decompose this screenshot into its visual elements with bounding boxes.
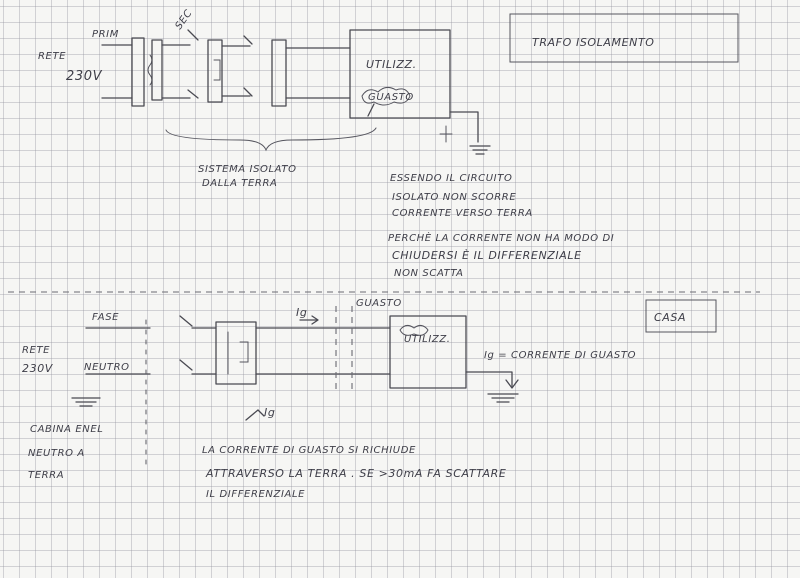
- note-top-line-5: CHIUDERSI È IL DIFFERENZIALE: [392, 249, 582, 262]
- phi-mark: [439, 125, 453, 143]
- note-top-line-2: ISOLATO NON SCORRE: [392, 192, 516, 203]
- mid-wires: [221, 45, 251, 97]
- ig-label-bottom: Ig: [264, 406, 275, 419]
- bottom-voltage-label: 230V: [22, 362, 54, 375]
- note-bottom-line-2: ATTRAVERSO LA TERRA . SE >30mA FA SCATTA…: [205, 467, 506, 480]
- bottom-earth-wire: [465, 371, 513, 387]
- bottom-rete-wires: [85, 327, 151, 375]
- guasto-dashes: [335, 306, 353, 390]
- bottom-rete-label: RETE: [22, 345, 50, 356]
- secondary-breaker: [271, 39, 287, 107]
- bottom-input-wires: [191, 327, 217, 375]
- note-top-line-6: NON SCATTA: [394, 268, 464, 279]
- isolated-system-brace: [165, 127, 377, 152]
- ig-arrow: [299, 315, 319, 325]
- fault-cloud: [361, 86, 411, 106]
- bottom-circuit: [71, 299, 717, 469]
- casa-box-frame: [645, 299, 717, 333]
- top-circuit: [101, 29, 491, 155]
- earth-symbol-cabina: [71, 397, 101, 407]
- dalla-terra-label: DALLA TERRA: [202, 178, 277, 189]
- bottom-line-to-load: [255, 327, 391, 375]
- prim-label: PRIM: [92, 29, 119, 40]
- neutro-label: NEUTRO: [84, 362, 130, 373]
- primary-winding: [131, 37, 145, 107]
- ig-label-top: Ig: [296, 306, 307, 319]
- title-box-label: TRAFO ISOLAMENTO: [532, 36, 655, 49]
- bottom-differential: [215, 321, 257, 385]
- switch-contacts: [187, 29, 199, 99]
- bottom-load-box: [389, 315, 467, 389]
- top-rete-label: RETE: [38, 51, 66, 62]
- bottom-guasto-label: GUASTO: [356, 298, 402, 309]
- differential-device: [207, 39, 223, 103]
- differential-detail: [227, 331, 249, 375]
- notes-bottom: LA CORRENTE DI GUASTO SI RICHIUDE ATTRAV…: [202, 445, 506, 500]
- line-to-load: [285, 47, 351, 99]
- secondary-winding: [151, 39, 163, 101]
- cabina-line-3: TERRA: [28, 470, 64, 481]
- sistema-label: SISTEMA ISOLATO: [198, 164, 297, 175]
- note-top-line-1: ESSENDO IL CIRCUITO: [390, 173, 512, 184]
- note-top-line-4: PERCHÈ LA CORRENTE NON HA MODO DI: [388, 231, 614, 244]
- secondary-wires: [161, 44, 191, 99]
- top-guasto-label: GUASTO: [368, 92, 414, 103]
- cabina-line-2: NEUTRO A: [28, 448, 85, 459]
- load-box: [349, 29, 451, 119]
- ig-definition: Ig = CORRENTE DI GUASTO: [484, 350, 636, 361]
- differential-inner: [213, 59, 221, 81]
- notes-top: ESSENDO IL CIRCUITO ISOLATO NON SCORRE C…: [388, 173, 614, 279]
- bottom-fault-cloud: [399, 324, 429, 336]
- fault-arrow: [367, 103, 375, 117]
- bottom-earth-arrow: [505, 379, 519, 389]
- title-box-frame: [509, 13, 739, 63]
- cabina-line-1: CABINA ENEL: [30, 424, 103, 435]
- switch-contacts-2: [243, 35, 253, 97]
- note-bottom-line-1: LA CORRENTE DI GUASTO SI RICHIUDE: [202, 445, 416, 456]
- ig-return-arrow: [245, 409, 265, 421]
- note-top-line-3: CORRENTE VERSO TERRA: [392, 208, 533, 219]
- bottom-switch-contacts: [179, 315, 193, 371]
- rete-wires: [101, 44, 133, 99]
- casa-label: CASA: [654, 311, 686, 324]
- fase-label: FASE: [92, 312, 119, 323]
- top-utilizz-label: UTILIZZ.: [366, 58, 417, 71]
- bottom-utilizz-label: UTILIZZ.: [404, 334, 451, 345]
- earth-symbol-bottom: [487, 393, 519, 403]
- earth-symbol-top: [449, 111, 491, 155]
- top-voltage-label: 230V: [66, 69, 103, 84]
- sec-label: SEC: [173, 8, 194, 32]
- note-bottom-line-3: IL DIFFERENZIALE: [206, 489, 305, 500]
